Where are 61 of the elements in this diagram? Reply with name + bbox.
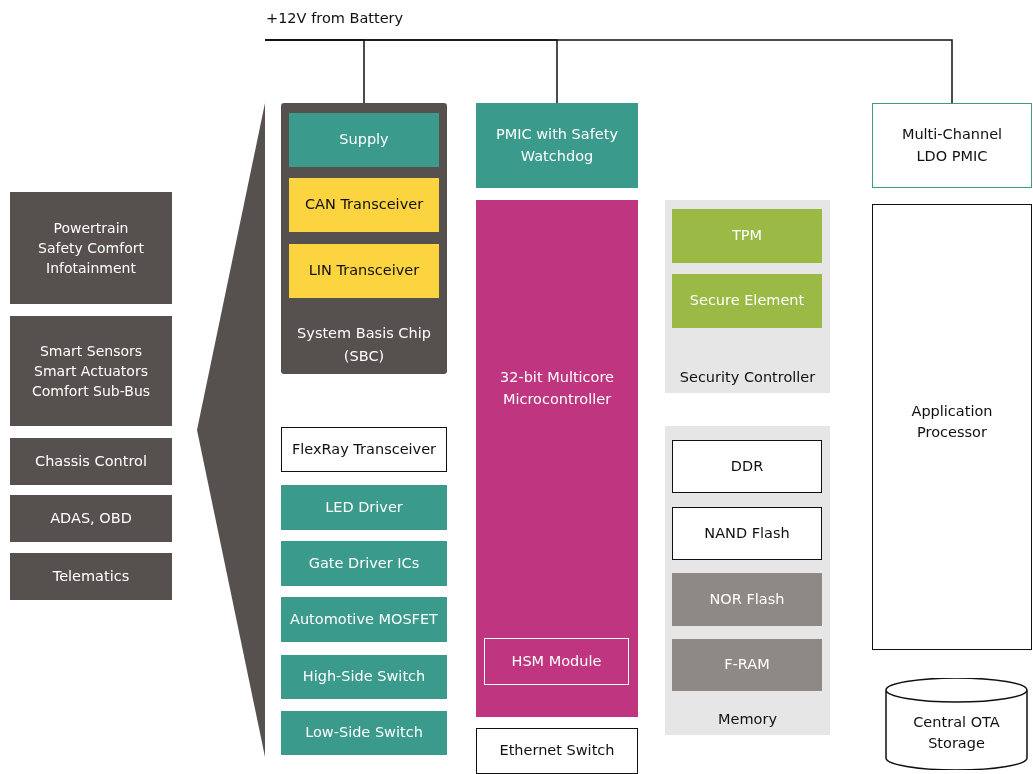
component-box — [672, 639, 822, 691]
module-box — [484, 638, 629, 685]
box-label: Chassis Control — [35, 452, 147, 471]
component-box — [672, 209, 822, 263]
box-label: F-RAM — [724, 655, 770, 675]
component-box — [281, 541, 447, 586]
component-box — [672, 440, 822, 493]
component-box — [872, 204, 1032, 650]
component-box — [672, 507, 822, 560]
box-label: Powertrain Safety Comfort Infotainment — [37, 218, 145, 279]
component-box — [872, 103, 1032, 188]
domain-box — [10, 553, 172, 600]
domain-box — [10, 192, 172, 304]
box-label: NAND Flash — [704, 524, 790, 543]
box-label: DDR — [730, 457, 764, 476]
chip-group — [281, 103, 447, 374]
box-label: NOR Flash — [709, 590, 785, 609]
box-label: Central OTA Storage — [912, 713, 1001, 753]
box-label: LED Driver — [325, 498, 403, 517]
box-label: CAN Transceiver — [304, 195, 424, 215]
component-box — [672, 573, 822, 626]
component-box — [281, 485, 447, 530]
box-label: FlexRay Transceiver — [291, 440, 437, 459]
component-box — [281, 655, 447, 699]
box-label: Gate Driver ICs — [308, 554, 420, 573]
component-box — [672, 274, 822, 328]
box-label: Telematics — [52, 567, 130, 586]
group-label: System Basis Chip (SBC) — [296, 323, 432, 366]
component-box — [289, 244, 439, 298]
group-panel — [665, 200, 830, 393]
box-label: LIN Transceiver — [308, 261, 420, 281]
domain-box — [10, 438, 172, 485]
box-label: +12V from Battery — [266, 9, 404, 29]
box-label: ADAS, OBD — [50, 509, 132, 528]
component-box — [281, 597, 447, 642]
domain-box — [10, 495, 172, 542]
box-label: 32-bit Multicore Microcontroller — [498, 368, 616, 409]
box-label: Smart Sensors Smart Actuators Comfort Sub-Bus — [30, 341, 152, 402]
component-box — [476, 728, 638, 774]
box-label: PMIC with Safety Watchdog — [495, 125, 619, 166]
component-box — [281, 711, 447, 755]
box-label: Supply — [339, 130, 389, 150]
component-box — [289, 178, 439, 232]
domain-box — [10, 316, 172, 426]
box-label: Automotive MOSFET — [290, 610, 438, 629]
box-label: Application Processor — [910, 402, 994, 442]
component-box — [289, 113, 439, 167]
component-box — [281, 427, 447, 472]
power-line — [264, 39, 953, 104]
group-label: Security Controller — [678, 367, 817, 387]
box-label: Ethernet Switch — [499, 741, 615, 761]
group-label: Memory — [717, 709, 778, 729]
component-box — [476, 103, 638, 188]
box-label: Secure Element — [689, 291, 805, 311]
group-panel — [665, 426, 830, 735]
box-label: Low-Side Switch — [305, 723, 423, 743]
box-label: High-Side Switch — [302, 667, 426, 687]
microcontroller-box — [476, 200, 638, 717]
box-label: Multi-Channel LDO PMIC — [900, 125, 1004, 166]
box-label: TPM — [731, 226, 763, 246]
box-label: HSM Module — [511, 652, 602, 671]
